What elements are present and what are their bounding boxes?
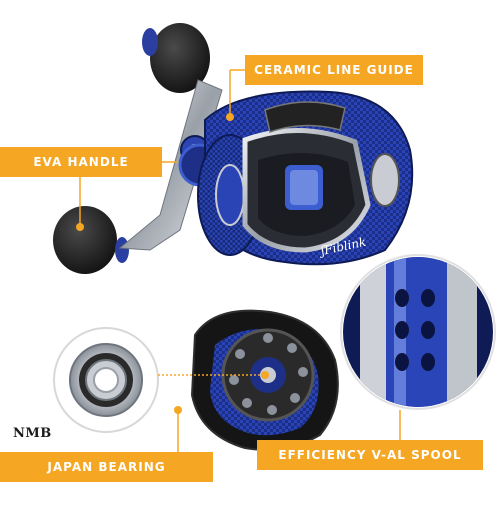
eva-handle-label: EVA HANDLE <box>33 155 129 169</box>
handle-arm <box>118 79 223 251</box>
upper-handle-knob <box>150 23 210 93</box>
label-bg-eva <box>0 147 162 177</box>
lower-handle-knob <box>53 206 117 274</box>
main-reel: ʃFiblink <box>53 23 414 274</box>
bearing-inset <box>53 327 159 433</box>
label-bg-ceramic <box>245 55 423 85</box>
efficiency-spool-label: EFFICIENCY V-AL SPOOL <box>278 448 462 462</box>
bearing-brand-text: NMB <box>13 426 52 441</box>
japan-bearing-label: JAPAN BEARING <box>47 460 166 474</box>
spool-inset <box>340 254 496 410</box>
reel-side-plate <box>190 309 339 451</box>
label-bg-spool <box>257 440 483 470</box>
label-bg-bearing <box>0 452 213 482</box>
ceramic-line-guide-label: CERAMIC LINE GUIDE <box>254 63 414 77</box>
